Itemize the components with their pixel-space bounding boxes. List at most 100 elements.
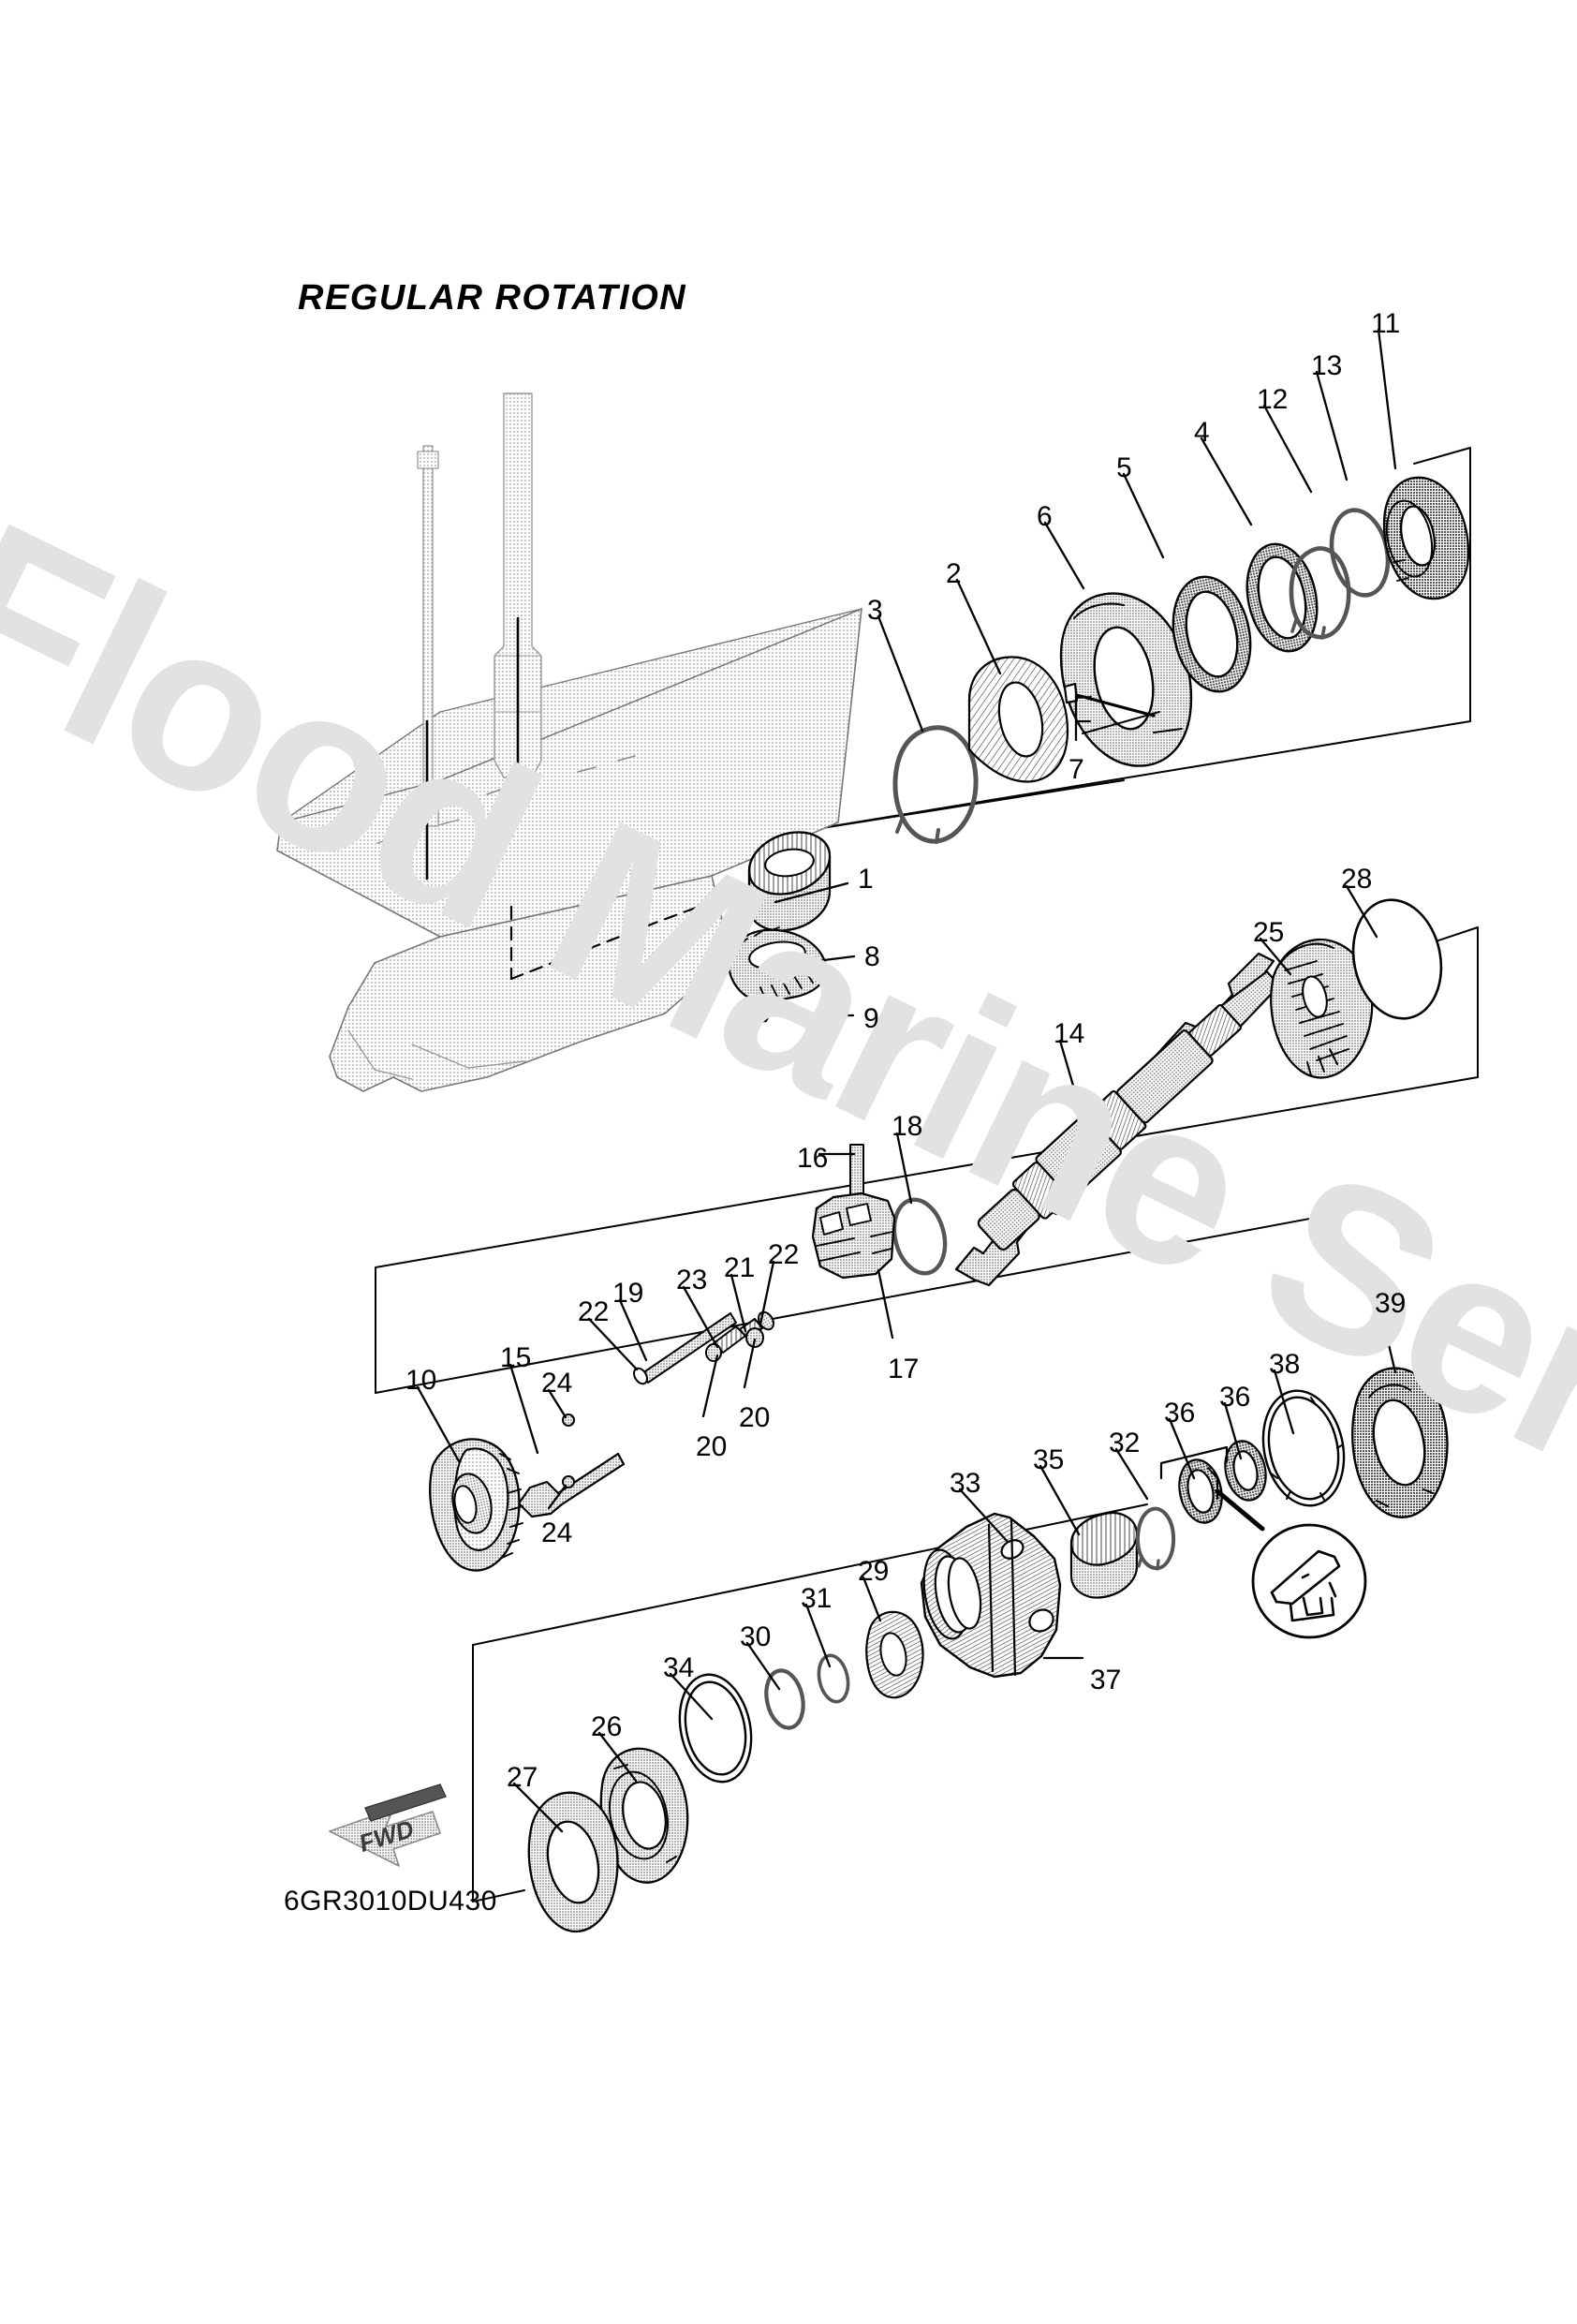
leader-line-34 (669, 1672, 714, 1721)
part-32-circlip-small (1135, 1506, 1176, 1571)
part-17-dog-clutch (811, 1192, 896, 1280)
callout-number-28: 28 (1341, 864, 1373, 895)
callout-number-20: 20 (739, 1402, 771, 1433)
leader-line-10 (416, 1385, 461, 1463)
callout-number-21: 21 (724, 1252, 756, 1283)
callout-number-1: 1 (858, 864, 874, 895)
group-frame-bottom (472, 1503, 1148, 1902)
callout-number-29: 29 (858, 1556, 890, 1587)
callout-number-4: 4 (1194, 417, 1210, 448)
callout-number-9: 9 (863, 1003, 879, 1034)
gearcase-housing (276, 608, 862, 1092)
callout-number-24: 24 (541, 1517, 573, 1548)
leader-line-36 (1168, 1417, 1196, 1480)
callout-number-27: 27 (507, 1762, 538, 1793)
callout-number-15: 15 (500, 1342, 532, 1373)
leader-line-6 (1043, 521, 1085, 590)
leader-line-38 (1273, 1369, 1295, 1435)
leader-line-12 (1262, 404, 1313, 494)
callout-number-11: 11 (1371, 308, 1401, 339)
leader-line-36 (1223, 1401, 1243, 1460)
part-29-ball-bearing-small (865, 1610, 924, 1699)
leader-line-15 (508, 1363, 539, 1455)
callout-number-33: 33 (950, 1468, 981, 1499)
leader-line-14 (1058, 1039, 1088, 1132)
diagram-part-number: 6GR3010DU430 (284, 1886, 497, 1917)
leader-line-8 (785, 955, 856, 967)
callout-number-18: 18 (892, 1111, 923, 1142)
page-title: REGULAR ROTATION (298, 278, 687, 318)
leader-line-5 (1122, 472, 1165, 559)
part-2-needle-bearing (967, 656, 1069, 783)
callout-number-31: 31 (801, 1583, 833, 1614)
part-22-spring (633, 1367, 648, 1385)
part-14-drive-shaft (954, 952, 1281, 1287)
callout-number-22: 22 (578, 1296, 610, 1327)
callout-number-5: 5 (1116, 452, 1132, 483)
part-36-shim-washer (1178, 1458, 1223, 1524)
leader-line-2 (955, 578, 1002, 675)
part-39-tapered-bearing-outer (1351, 1367, 1449, 1518)
callout-number-38: 38 (1269, 1349, 1301, 1380)
callout-number-36: 36 (1164, 1398, 1196, 1428)
leader-line-18 (895, 1132, 913, 1205)
part-33-bearing-carrier (920, 1512, 1062, 1679)
callout-number-2: 2 (946, 558, 962, 589)
part-36-shim-washer-b (1224, 1440, 1267, 1502)
leader-line-3 (877, 614, 924, 733)
leader-line-25 (1259, 937, 1292, 976)
leader-line-23 (682, 1285, 719, 1349)
part-1-needle-bearing (747, 831, 832, 932)
callout-number-20: 20 (696, 1431, 728, 1462)
part-20-ball (705, 1343, 722, 1362)
callout-number-34: 34 (663, 1652, 695, 1683)
leader-line-33 (958, 1488, 1010, 1544)
leader-line-28 (1345, 884, 1378, 939)
leader-line-20 (743, 1338, 757, 1389)
callout-number-19: 19 (612, 1278, 644, 1309)
part-8-pinion-gear (727, 926, 828, 1004)
leader-line-11 (1377, 328, 1397, 470)
part-10-forward-gear (429, 1438, 523, 1572)
callout-number-32: 32 (1109, 1428, 1141, 1458)
leader-line-26 (597, 1731, 638, 1783)
part-9-pinion-nut (736, 995, 774, 1025)
callout-leader-lines (416, 328, 1397, 1833)
part-27-oil-seal (527, 1791, 619, 1933)
part-37-detail-circle (1159, 1445, 1367, 1639)
callout-number-30: 30 (740, 1621, 772, 1652)
part-30-o-ring-large (764, 1668, 805, 1730)
callout-number-6: 6 (1037, 501, 1053, 532)
group-frame-lower (375, 1214, 1331, 1394)
callout-number-36: 36 (1219, 1382, 1251, 1413)
part-6-bearing-housing (1059, 592, 1193, 767)
part-20-ball-b (745, 1327, 764, 1348)
leader-line-30 (745, 1641, 781, 1691)
leader-line-35 (1039, 1464, 1081, 1536)
part-31-washer (817, 1653, 850, 1704)
leader-line-22 (759, 1260, 775, 1326)
callout-number-22: 22 (768, 1239, 800, 1270)
leader-line-19 (618, 1298, 648, 1362)
leader-line-27 (512, 1782, 564, 1833)
leader-line-29 (862, 1576, 882, 1622)
shift-rod-shaft (417, 445, 439, 881)
leader-line-24 (547, 1484, 567, 1510)
callout-number-14: 14 (1054, 1018, 1085, 1049)
leader-line-31 (804, 1603, 832, 1668)
leader-line-32 (1114, 1447, 1149, 1501)
part-12-snap-ring (1289, 546, 1351, 640)
leader-line-1 (774, 881, 849, 904)
part-38-retainer-ring (1261, 1389, 1346, 1507)
callout-number-7: 7 (1069, 754, 1084, 785)
callout-number-12: 12 (1257, 384, 1289, 415)
callout-number-23: 23 (676, 1265, 708, 1295)
part-11-tapered-roller-bearing (1382, 476, 1470, 600)
leader-line-21 (730, 1273, 747, 1333)
part-28-o-ring (1351, 898, 1443, 1020)
callout-number-16: 16 (797, 1143, 829, 1174)
leader-line-4 (1200, 437, 1253, 526)
fwd-direction-arrow (329, 1784, 447, 1867)
